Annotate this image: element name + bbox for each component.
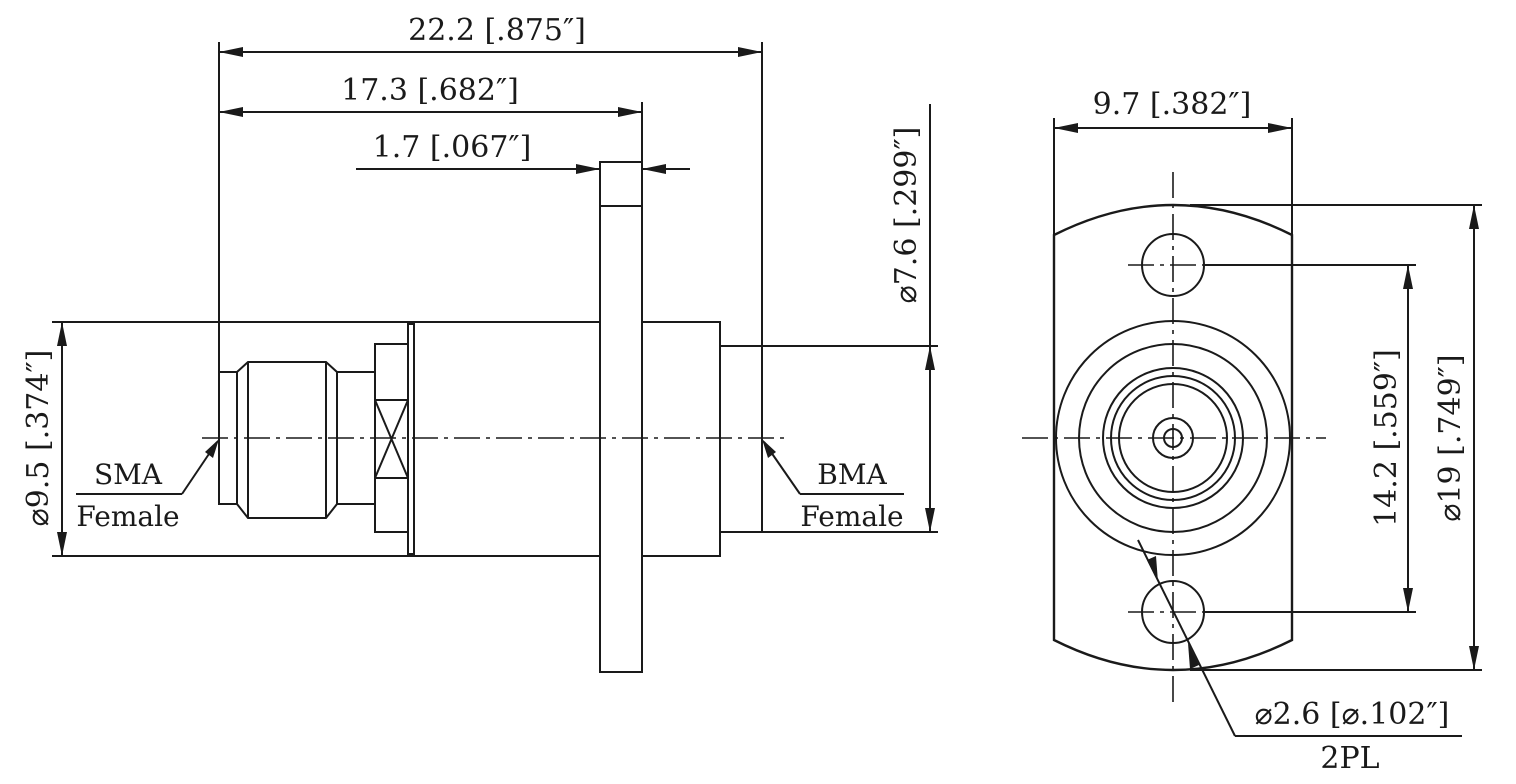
dim-flange-thickness-text: 1.7 [.067″] — [373, 130, 532, 165]
bma-female-callout: BMA Female — [762, 439, 904, 533]
bma-gender-label: Female — [800, 500, 903, 533]
dim-flange-height-text: ⌀19 [.749″] — [1433, 354, 1468, 521]
hole-count-text: 2PL — [1320, 741, 1379, 776]
dim-overall-length: 22.2 [.875″] — [219, 13, 762, 57]
dim-flange-thickness: 1.7 [.067″] — [356, 130, 690, 174]
bma-label: BMA — [817, 458, 887, 491]
dim-hole-spacing-text: 14.2 [.559″] — [1369, 349, 1404, 527]
bma-interface — [719, 345, 763, 533]
sma-gender-label: Female — [76, 500, 179, 533]
connector-body — [413, 321, 601, 557]
dim-overall-length-text: 22.2 [.875″] — [408, 13, 586, 48]
dim-flange-height: ⌀19 [.749″] — [1190, 204, 1482, 671]
dim-hole-diameter: ⌀2.6 [⌀.102″] 2PL — [1137, 539, 1462, 776]
dim-flange-width: 9.7 [.382″] — [1053, 87, 1293, 235]
sma-label: SMA — [94, 458, 163, 491]
dim-hole-spacing: 14.2 [.559″] — [1205, 264, 1416, 613]
front-view: 9.7 [.382″] 14.2 [.559″] ⌀19 [.749″] — [1022, 87, 1482, 776]
dim-flange-position-text: 17.3 [.682″] — [341, 73, 519, 108]
rear-body — [641, 321, 721, 557]
dim-flange-position: 17.3 [.682″] — [219, 73, 642, 117]
hex-nut — [374, 323, 415, 555]
dim-flange-width-text: 9.7 [.382″] — [1093, 87, 1252, 122]
side-view: 22.2 [.875″] 17.3 [.682″] 1.7 [.067″] ⌀7… — [21, 13, 938, 673]
flange-outline — [1052, 203, 1294, 672]
dim-bma-diameter-text: ⌀7.6 [.299″] — [889, 127, 924, 304]
dim-sma-body-diameter-text: ⌀9.5 [.374″] — [21, 350, 56, 527]
dim-bma-diameter: ⌀7.6 [.299″] — [720, 104, 938, 533]
dim-sma-body-diameter: ⌀9.5 [.374″] — [21, 321, 414, 557]
sma-thread — [218, 361, 376, 519]
dim-hole-diameter-text: ⌀2.6 [⌀.102″] — [1255, 697, 1450, 732]
sma-female-callout: SMA Female — [76, 439, 219, 533]
flange-side — [599, 161, 643, 673]
